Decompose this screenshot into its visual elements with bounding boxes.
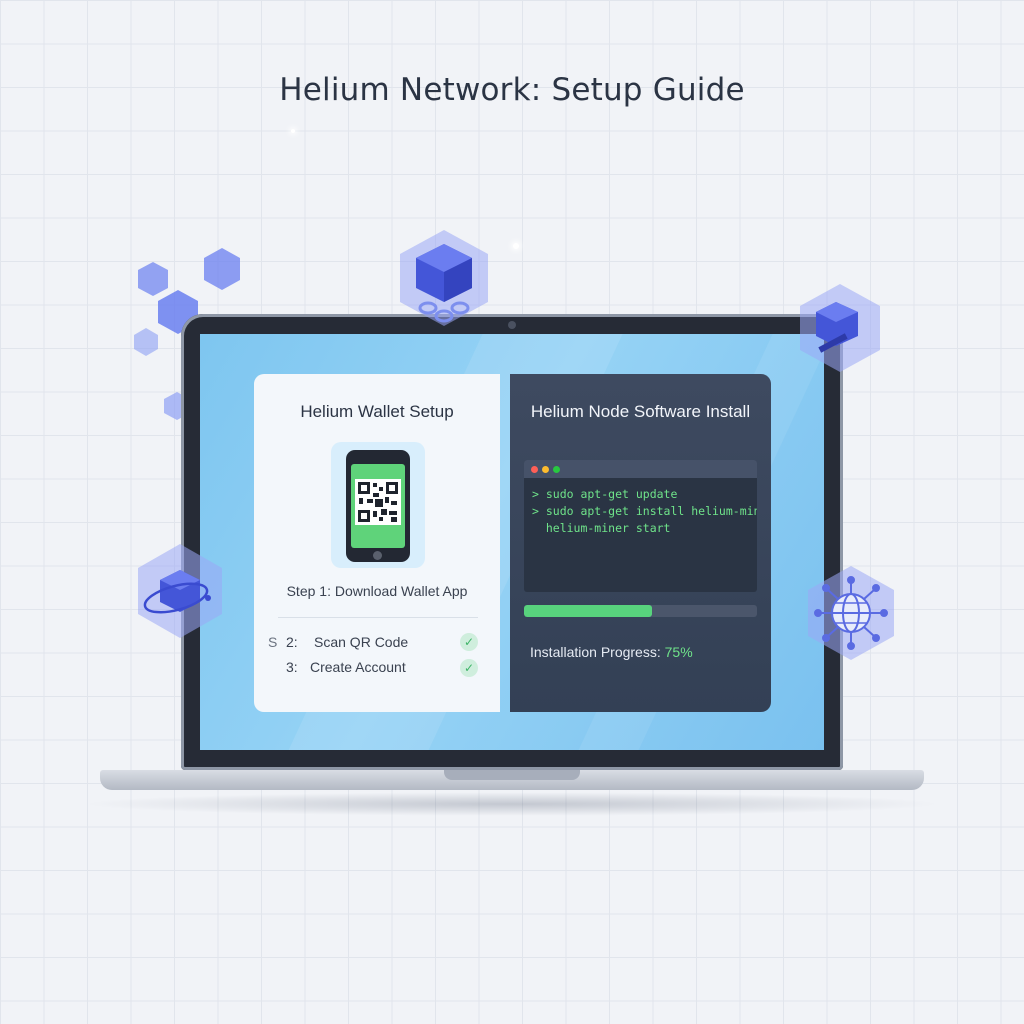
globe-network-icon xyxy=(808,566,894,660)
divider xyxy=(278,617,478,618)
check-icon: ✓ xyxy=(460,659,478,677)
step-1-label: Step 1: Download Wallet App xyxy=(286,583,468,599)
terminal-titlebar xyxy=(524,460,757,478)
sparkle xyxy=(513,243,519,249)
minimize-dot-icon[interactable] xyxy=(542,466,549,473)
step-item: S 2: Scan QR Code xyxy=(268,634,408,650)
progress-fill xyxy=(524,605,653,617)
webcam xyxy=(508,321,516,329)
node-panel-title: Helium Node Software Install xyxy=(530,402,751,421)
wallet-setup-panel: Helium Wallet Setup Step 1: Download Wal… xyxy=(254,374,500,712)
maximize-dot-icon[interactable] xyxy=(553,466,560,473)
sparkle xyxy=(291,129,295,133)
node-install-panel: Helium Node Software Install > sudo apt-… xyxy=(510,374,771,712)
laptop-base xyxy=(100,770,924,790)
progress-bar xyxy=(524,605,757,617)
step-item: 3: Create Account xyxy=(268,659,406,675)
step-number: 3: xyxy=(286,659,298,675)
blockchain-cube-icon xyxy=(400,230,488,326)
terminal-window: > sudo apt-get update > sudo apt-get ins… xyxy=(524,460,757,592)
page-title: Helium Network: Setup Guide xyxy=(279,72,745,108)
laptop-shadow xyxy=(82,792,942,816)
step-number: 2: xyxy=(286,634,298,650)
progress-label: Installation Progress: xyxy=(530,644,661,660)
cube-icon xyxy=(800,284,880,372)
terminal-line: > sudo apt-get install helium-miner xyxy=(532,504,757,518)
orbit-cube-icon xyxy=(138,544,222,638)
step-prefix: S xyxy=(268,634,278,650)
terminal-line: helium-miner start xyxy=(532,521,671,535)
check-icon: ✓ xyxy=(460,633,478,651)
laptop-notch xyxy=(444,770,580,780)
qr-code-icon xyxy=(355,479,401,525)
progress-percent: 75% xyxy=(664,644,693,660)
progress-text: Installation Progress: 75% xyxy=(530,644,693,660)
terminal-line: > sudo apt-get update xyxy=(532,487,678,501)
phone-home-button xyxy=(373,551,382,560)
step-label: Create Account xyxy=(310,659,406,675)
close-dot-icon[interactable] xyxy=(531,466,538,473)
step-label: Scan QR Code xyxy=(314,634,409,650)
wallet-panel-title: Helium Wallet Setup xyxy=(300,402,454,421)
